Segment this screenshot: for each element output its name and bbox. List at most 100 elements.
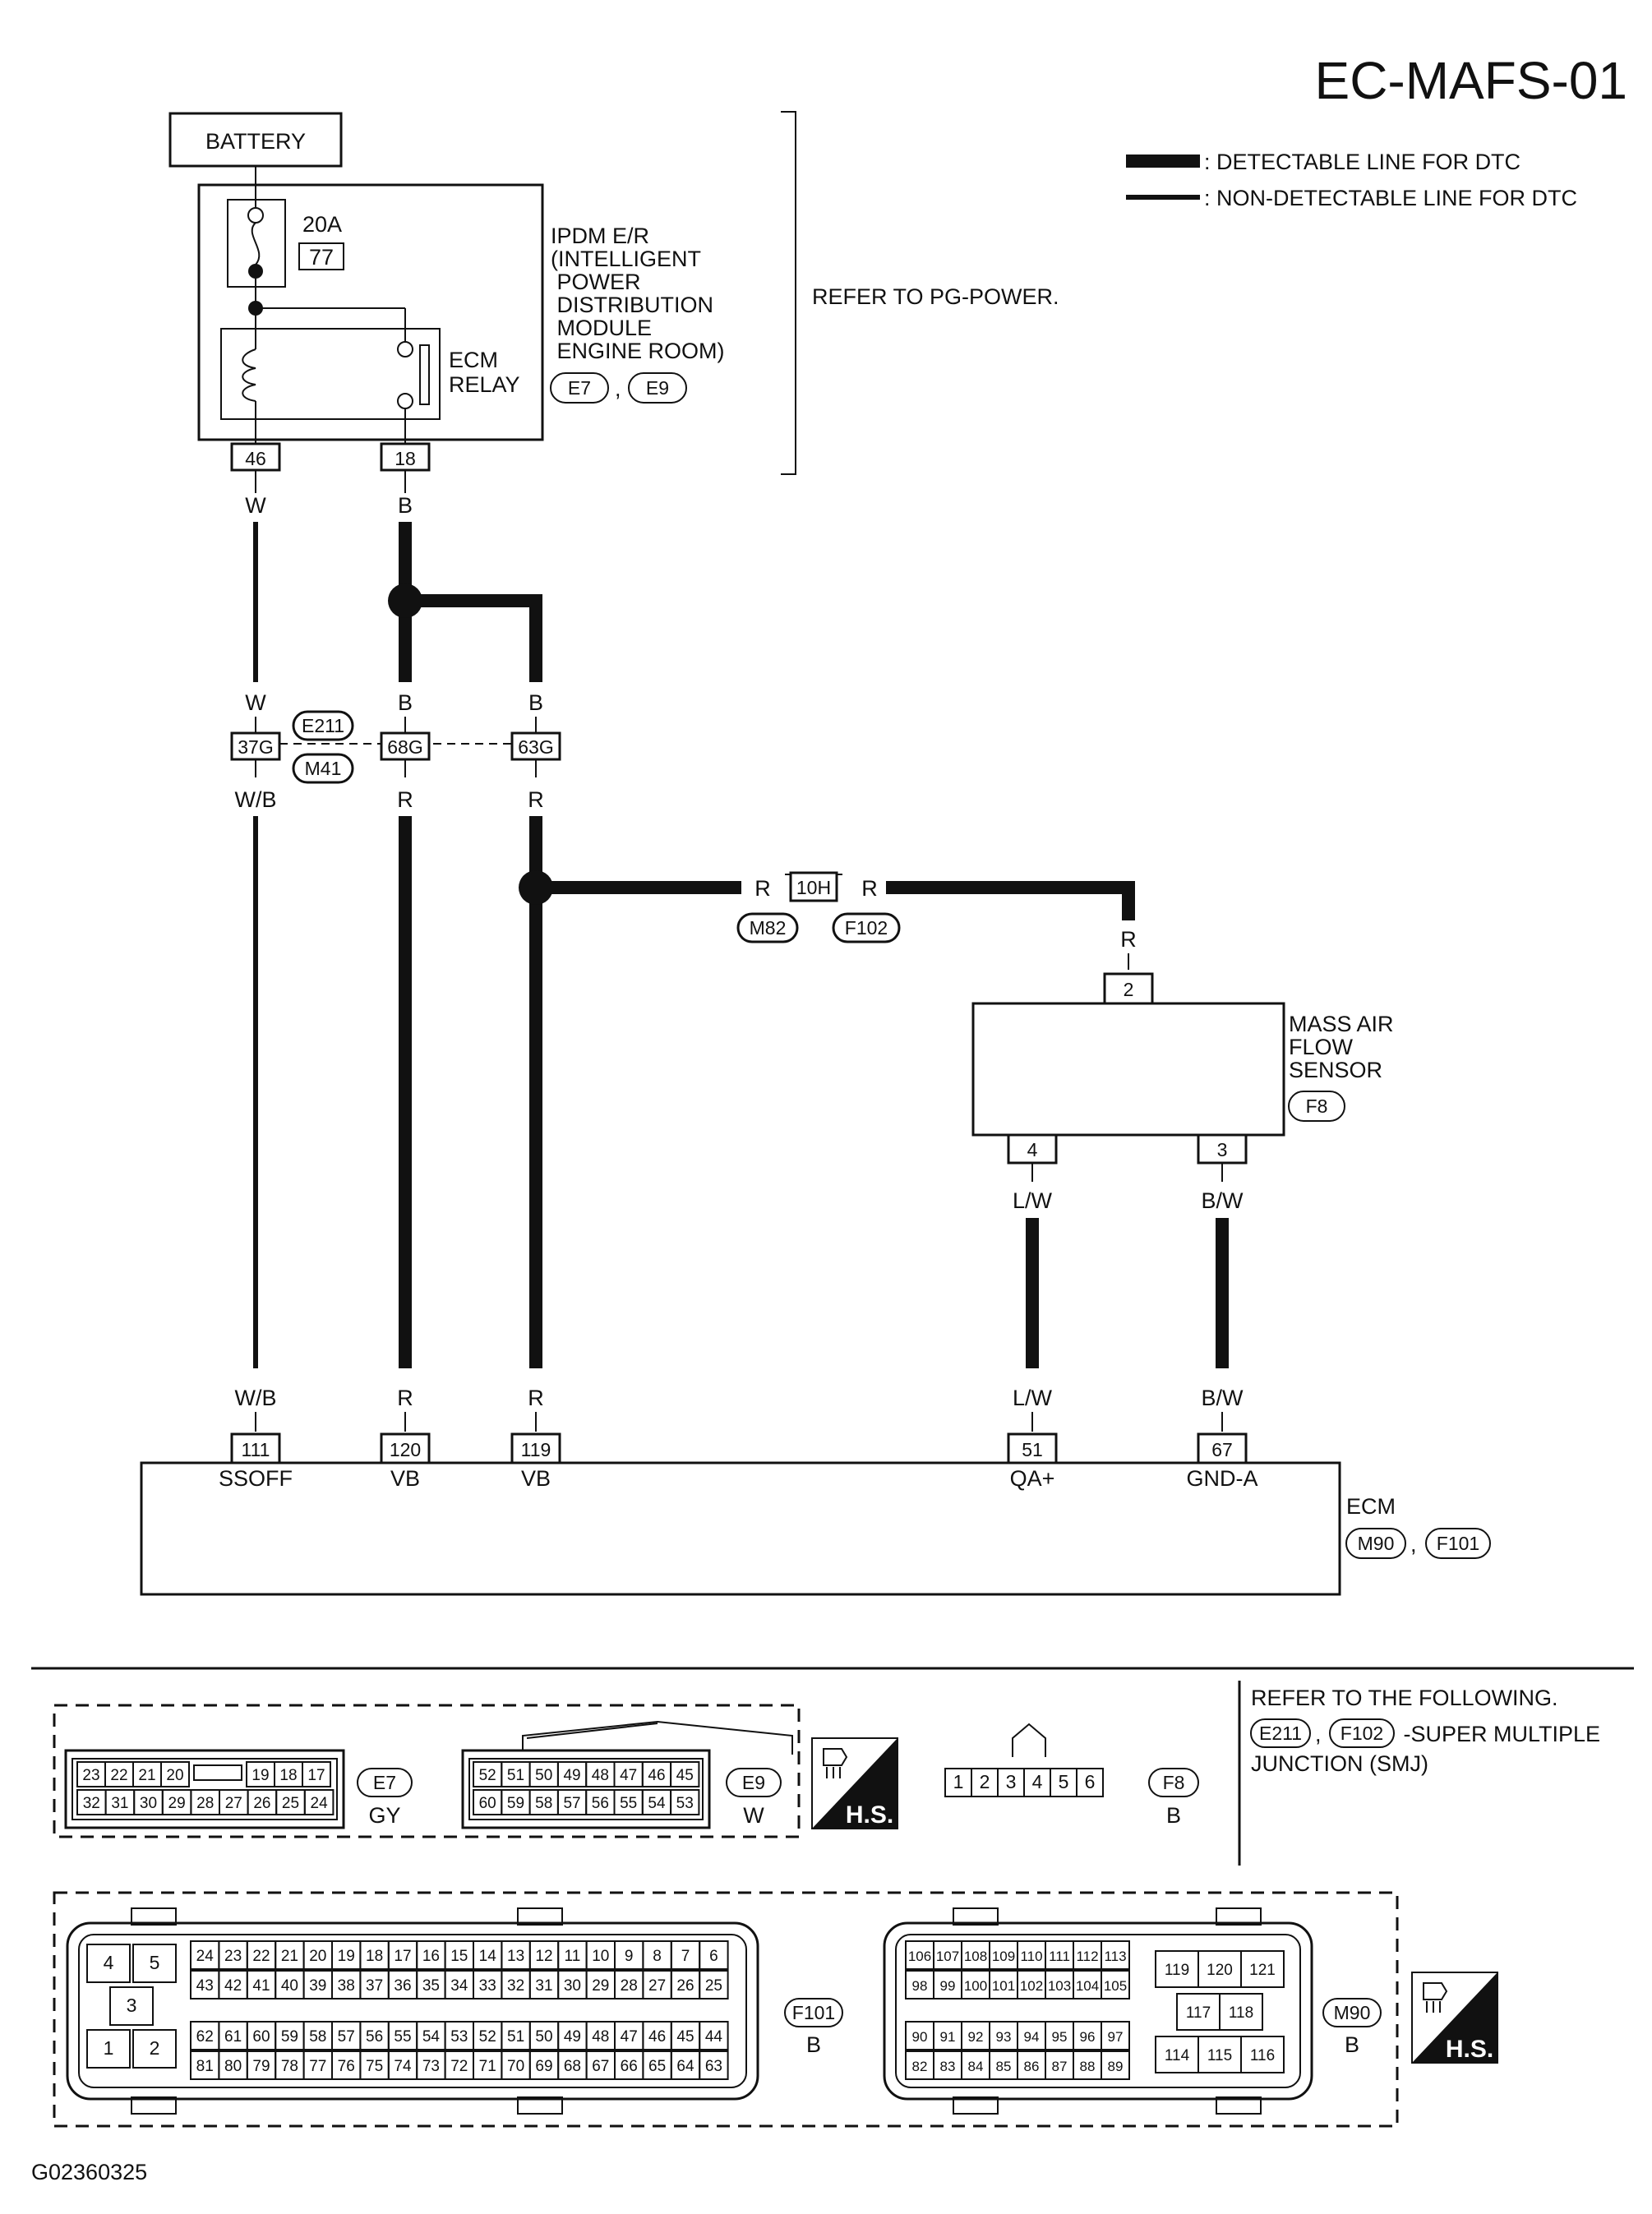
ipdm-label-3: POWER (551, 270, 641, 294)
ipdm-label-4: DISTRIBUTION (551, 293, 713, 317)
connector-pin: 2 (971, 1768, 999, 1797)
refer-pg-power: REFER TO PG-POWER. (812, 284, 1059, 309)
hs-harness-side-icon: H.S. (811, 1737, 898, 1829)
connector-pin-label: 15 (450, 1948, 468, 1965)
ecm-conn-m90: M90 (1358, 1533, 1395, 1554)
legend-detectable: : DETECTABLE LINE FOR DTC (1204, 150, 1520, 174)
maf-pin-3: 3 (1197, 1133, 1248, 1165)
connector-pin: 4 (1023, 1768, 1051, 1797)
connector-pin-label: 28 (621, 1977, 638, 1995)
connector-pin-label: 21 (138, 1767, 155, 1784)
wire-color-r-3: R (754, 876, 771, 901)
wire-color-b-jct-1: B (398, 690, 413, 715)
connector-pin-label: 24 (311, 1795, 329, 1812)
connector-pin-label: 61 (224, 2028, 242, 2046)
connector-pin: 1 (86, 2029, 131, 2069)
fuse-number: 77 (309, 245, 334, 270)
connector-pin-label: 3 (127, 1995, 137, 2016)
pin-63g-label: 63G (518, 736, 553, 758)
connector-pin-label: 72 (450, 2058, 468, 2075)
connector-pin-label: 48 (592, 1767, 609, 1784)
connector-pin-label: 29 (168, 1795, 186, 1812)
connector-pin: 4 (86, 1944, 131, 1983)
maf-pin-2-label: 2 (1124, 979, 1134, 1000)
connector-pin-label: 52 (479, 2028, 496, 2046)
connector-pin-label: 52 (479, 1767, 496, 1784)
connector-pin-label: 11 (565, 1948, 581, 1965)
connector-pin-label: 65 (648, 2058, 666, 2075)
connector-pin-label: 110 (1020, 1949, 1042, 1964)
connector-pin-label: 26 (253, 1795, 270, 1812)
connector-pin-label: 117 (1186, 2004, 1211, 2022)
connector-pin-label: 56 (366, 2028, 383, 2046)
connector-pin: 5 (132, 1944, 177, 1983)
connector-pin: 113 (1101, 1940, 1130, 1970)
conn-oval-m82 (736, 912, 799, 943)
connector-pin-label: 99 (940, 1978, 956, 1994)
connector-pin: 25 (699, 1970, 729, 2000)
connector-pin-label: 109 (992, 1949, 1015, 1964)
connector-pin-label: 14 (479, 1948, 497, 1965)
connector-pin-label: 28 (196, 1795, 214, 1812)
connector-pin: 1 (944, 1768, 972, 1797)
connector-pin-label: 36 (394, 1977, 411, 1995)
ecm-term-vb-1: VB (390, 1466, 420, 1491)
connector-pin: 116 (1240, 2036, 1285, 2073)
ecm-pin-111: 111 (230, 1432, 281, 1464)
relay-contact-top (397, 341, 413, 357)
connector-pin-label: 48 (592, 2028, 609, 2046)
connector-pin-label: 57 (563, 1795, 580, 1812)
conn-oval-m90 (1345, 1528, 1406, 1559)
pin-68g-label: 68G (387, 736, 422, 758)
connector-pin-label: 5 (1059, 1771, 1069, 1792)
fuse-icon (251, 222, 261, 265)
ecm-term-gnd-a: GND-A (1187, 1466, 1258, 1491)
connector-pin-label: 118 (1229, 2004, 1253, 2022)
connector-pin-label: 8 (653, 1948, 662, 1965)
connector-pin-label: 55 (394, 2028, 411, 2046)
connector-pin-label: 66 (621, 2058, 638, 2075)
connector-pin-label: 78 (281, 2058, 298, 2075)
conn-oval-e7-view (357, 1768, 413, 1797)
connector-pin-label: 32 (83, 1795, 100, 1812)
refer-conn-e211: E211 (1259, 1723, 1302, 1744)
ipdm-label-5: MODULE (551, 316, 652, 340)
connector-glyph-icon-2 (1423, 1982, 1448, 2013)
ecm-term-vb-2: VB (521, 1466, 551, 1491)
connector-pin-label: 114 (1165, 2047, 1190, 2064)
connector-pin-label: 91 (940, 2029, 956, 2045)
connector-pin-label: 45 (676, 2028, 694, 2046)
maf-pin-3-label: 3 (1217, 1139, 1228, 1160)
connector-pin-label: 31 (535, 1977, 552, 1995)
connector-pin-label: 42 (224, 1977, 242, 1995)
connector-pin-label: 12 (535, 1948, 552, 1965)
connector-pin-label: 94 (1024, 2029, 1040, 2045)
ipdm-pin-18: 18 (380, 442, 431, 472)
connector-pin-label: 44 (705, 2028, 723, 2046)
connector-pin-label: 58 (309, 2028, 326, 2046)
connector-e9-id: E9 (742, 1772, 765, 1793)
connector-pin-label: 25 (282, 1795, 299, 1812)
connector-pin-label: 1 (104, 2037, 114, 2059)
connector-pin: 44 (699, 2021, 729, 2050)
connector-pin-label: 6 (709, 1948, 718, 1965)
refer-desc: -SUPER MULTIPLE (1397, 1722, 1600, 1746)
hs-harness-side-icon-2: H.S. (1411, 1972, 1498, 2064)
maf-conn-f8: F8 (1306, 1095, 1328, 1117)
legend-non-detectable: : NON-DETECTABLE LINE FOR DTC (1204, 186, 1577, 210)
connector-pin-label: 105 (1104, 1978, 1127, 1994)
jct-pin-10h: 10H (785, 871, 842, 902)
connector-e7-color: GY (368, 1803, 400, 1828)
connector-pin: 97 (1101, 2021, 1130, 2050)
connector-pin-label: 70 (507, 2058, 524, 2075)
wire-color-r-4: R (861, 876, 878, 901)
connector-pin-label: 25 (705, 1977, 722, 1995)
connector-pin-label: 103 (1048, 1978, 1071, 1994)
connector-pin-label: 53 (676, 1795, 694, 1812)
connector-pin-label: 67 (592, 2058, 609, 2075)
wire-color-r-5: R (1120, 927, 1137, 952)
connector-pin-label: 121 (1249, 1962, 1276, 1979)
pin-46-label: 46 (245, 448, 266, 469)
